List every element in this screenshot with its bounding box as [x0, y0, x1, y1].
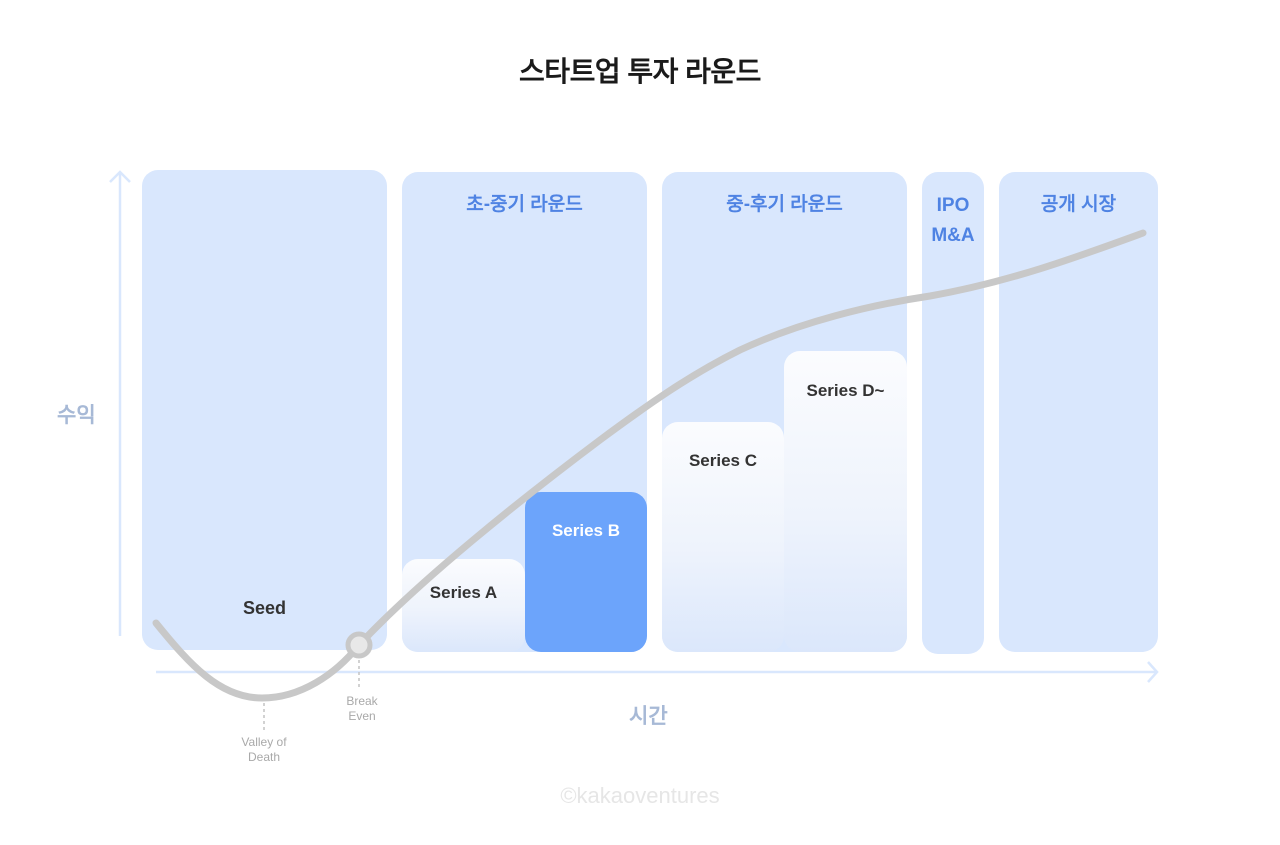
series-d-label: Series D~ — [806, 381, 885, 400]
valley-of-death-label: Valley of Death — [241, 735, 287, 764]
series-c-label: Series C — [688, 451, 758, 470]
series-a-label: Series A — [429, 583, 498, 602]
break-even-label: Break Even — [346, 694, 378, 723]
panel-seed: Seed — [142, 170, 387, 650]
series-d-box: Series D~ — [784, 351, 907, 652]
credit-watermark: ©kakaoventures — [560, 783, 720, 808]
series-c-box: Series C — [662, 422, 784, 652]
growth-curve — [152, 229, 1147, 702]
panel-ipo-label: IPO — [936, 195, 970, 216]
series-a-box: Series A — [402, 559, 525, 652]
panel-mid-late-label: 중-후기 라운드 — [726, 194, 843, 215]
page-title: 스타트업 투자 라운드 — [519, 56, 761, 87]
break-even-point-icon — [345, 631, 373, 659]
series-b-box: Series B — [525, 492, 647, 652]
y-axis-arrow-icon — [109, 170, 131, 636]
y-axis-label: 수익 — [57, 404, 96, 427]
x-axis-arrow-icon — [156, 661, 1159, 683]
panel-ipo-ma: IPO M&A — [922, 172, 984, 654]
panel-early-mid-label: 초-중기 라운드 — [466, 194, 583, 215]
x-axis-label: 시간 — [629, 705, 668, 728]
panel-public-market: 공개 시장 — [999, 172, 1158, 652]
seed-label: Seed — [242, 598, 287, 618]
panel-public-label: 공개 시장 — [1040, 194, 1117, 215]
series-b-label: Series B — [551, 521, 621, 540]
panel-ma-label: M&A — [931, 225, 975, 246]
